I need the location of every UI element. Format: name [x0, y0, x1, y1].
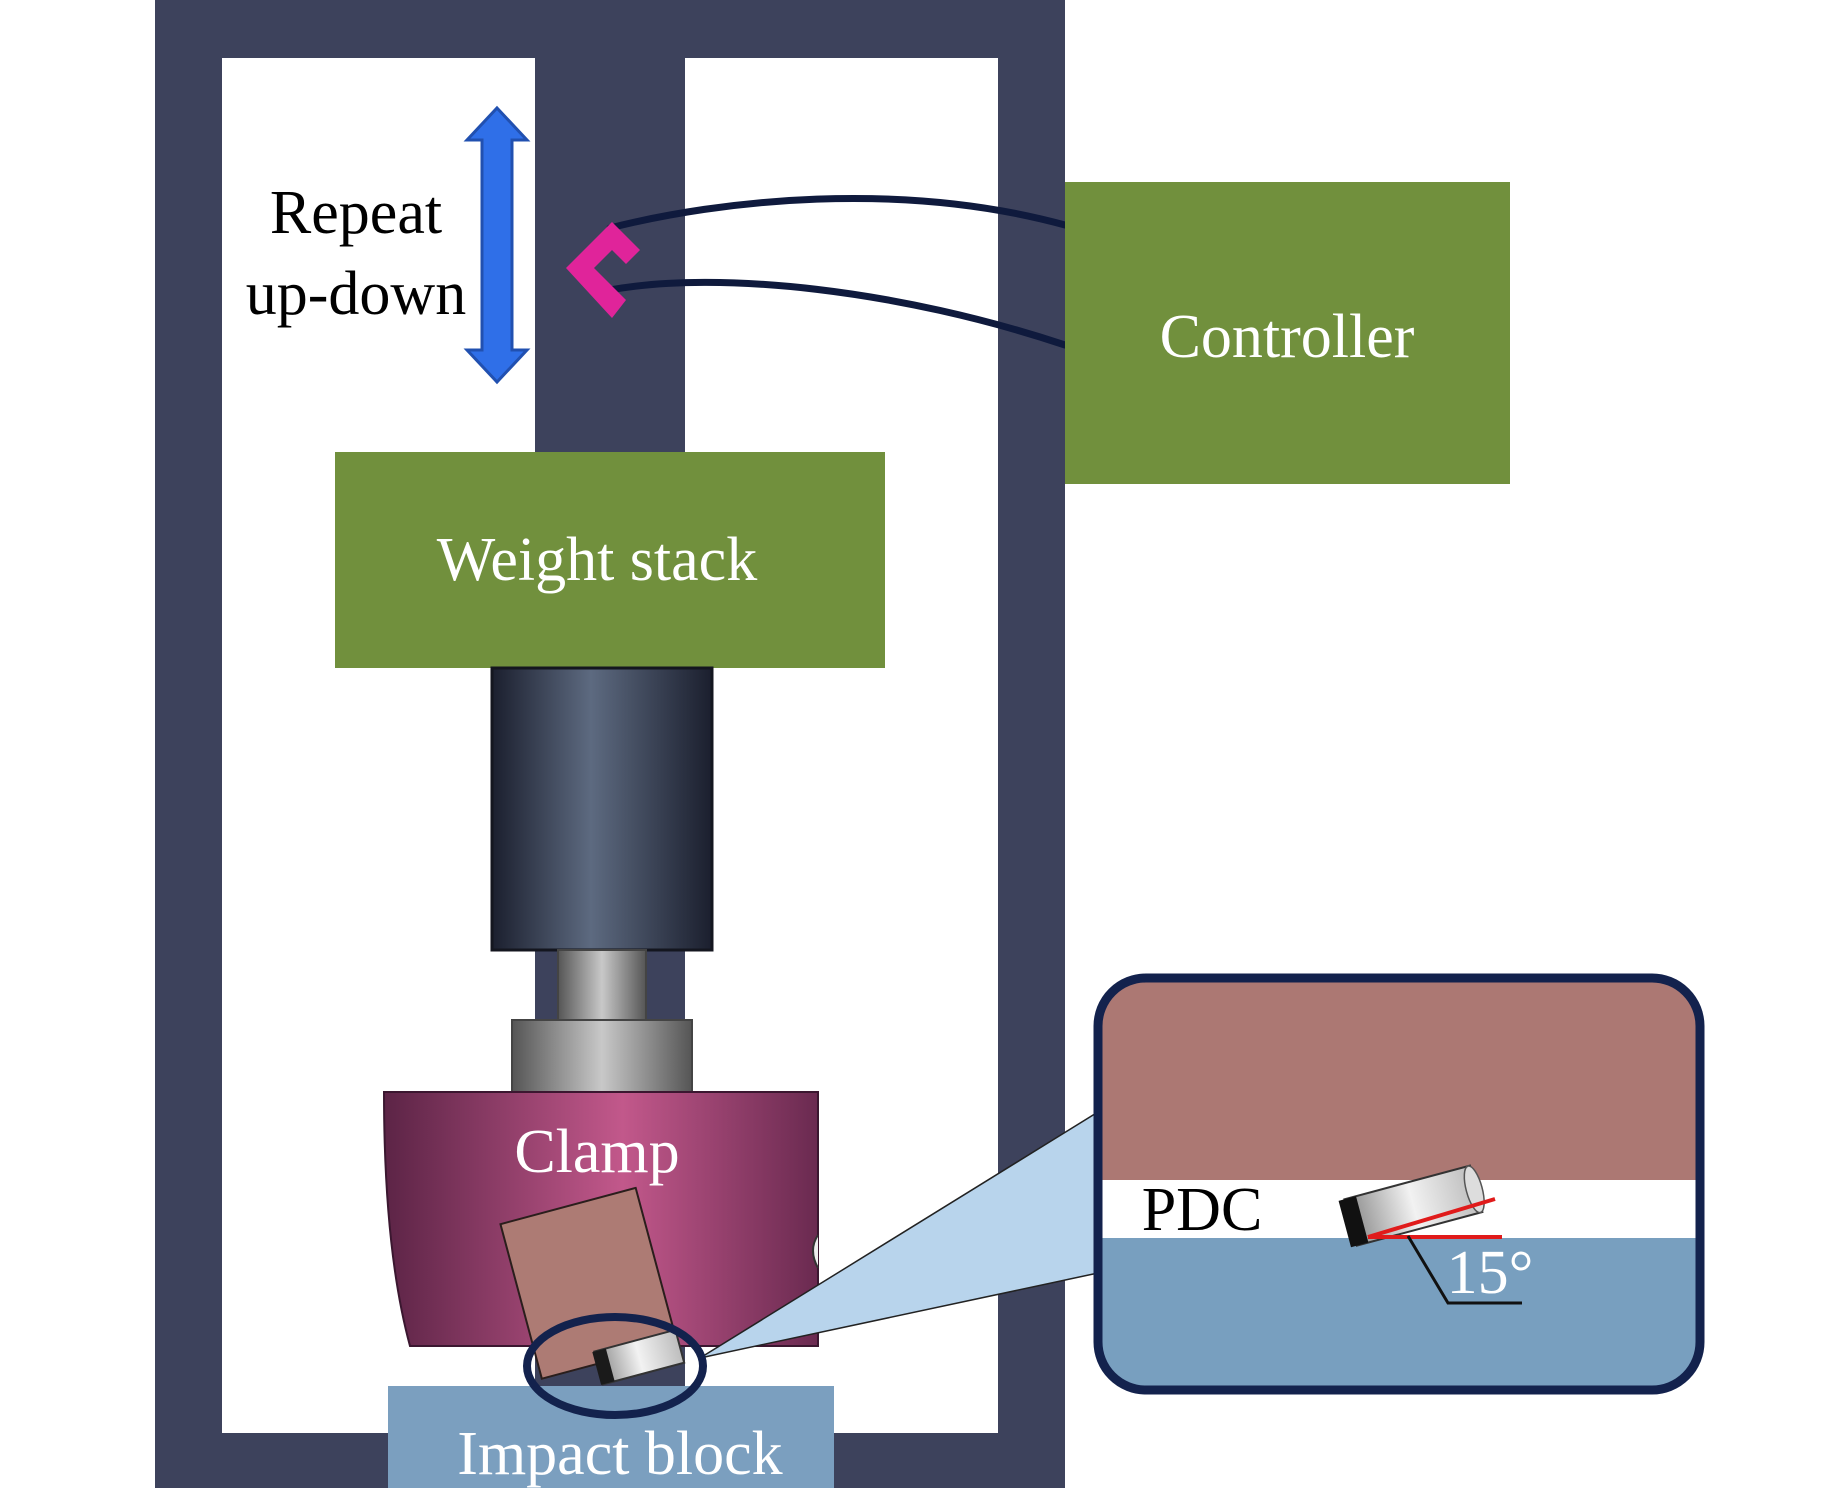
shaft-collar — [511, 1019, 693, 1093]
cable-lower — [606, 278, 1069, 349]
up-down-arrow — [463, 105, 531, 385]
inset-block-region — [1098, 1238, 1700, 1390]
impact-block-label: Impact block — [457, 1420, 782, 1488]
sensor-cables — [606, 195, 1069, 349]
controller-box — [1065, 182, 1510, 484]
zoom-highlight-circle — [523, 1313, 707, 1419]
clamp-label: Clamp — [514, 1118, 679, 1186]
repeat-label-line2: up-down — [246, 260, 466, 328]
weight-stack-box — [335, 452, 885, 668]
weight-stack-label: Weight stack — [437, 526, 757, 594]
clamp-bolt — [812, 1234, 819, 1269]
angle-label: 15° — [1447, 1239, 1534, 1307]
inset-frame — [1093, 973, 1705, 1395]
angle-tilt-line — [1367, 1197, 1496, 1239]
pdc-cutter-inset — [1338, 1164, 1485, 1248]
drop-cylinder — [490, 666, 714, 952]
drop-shaft — [557, 949, 647, 1021]
pdc-cutter-small — [592, 1328, 686, 1386]
cable-upper — [606, 195, 1069, 232]
pdc-angle-inset: PDC 15° — [1093, 973, 1705, 1395]
angle-leader-line — [1406, 1235, 1522, 1305]
sensor-icon — [566, 222, 640, 318]
repeat-label-line1: Repeat — [270, 179, 442, 247]
controller-label: Controller — [1160, 303, 1415, 371]
impact-block — [388, 1386, 834, 1488]
pdc-label: PDC — [1142, 1176, 1263, 1244]
drop-guide-top — [535, 58, 685, 256]
inset-holder-region — [1098, 978, 1700, 1180]
